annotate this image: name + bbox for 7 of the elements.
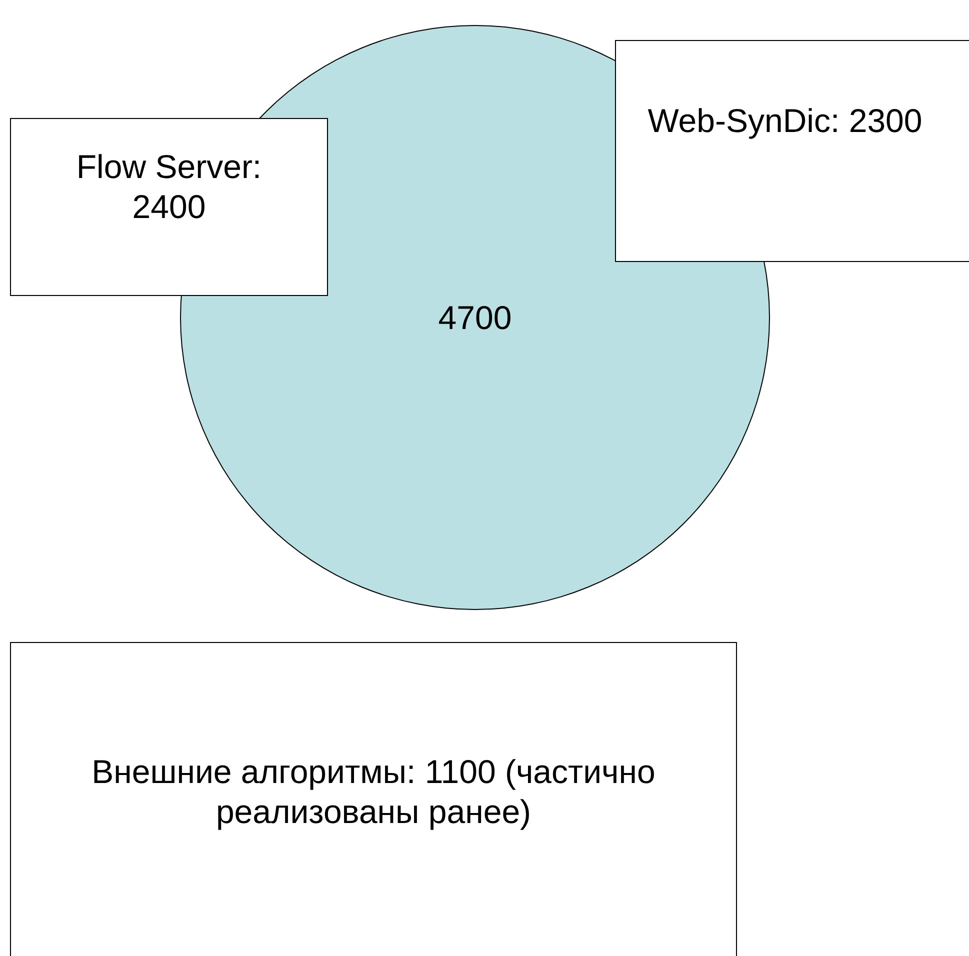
node-label: Web-SynDic: 2300 — [648, 101, 922, 141]
node-label: 4700 — [438, 298, 512, 338]
text-box — [10, 118, 328, 296]
text-box — [10, 642, 737, 956]
text-box — [615, 40, 969, 262]
node-label: Внешние алгоритмы: 1100 (частично реализованы ранее) — [90, 752, 656, 832]
node-label: Flow Server: 2400 — [75, 147, 263, 227]
